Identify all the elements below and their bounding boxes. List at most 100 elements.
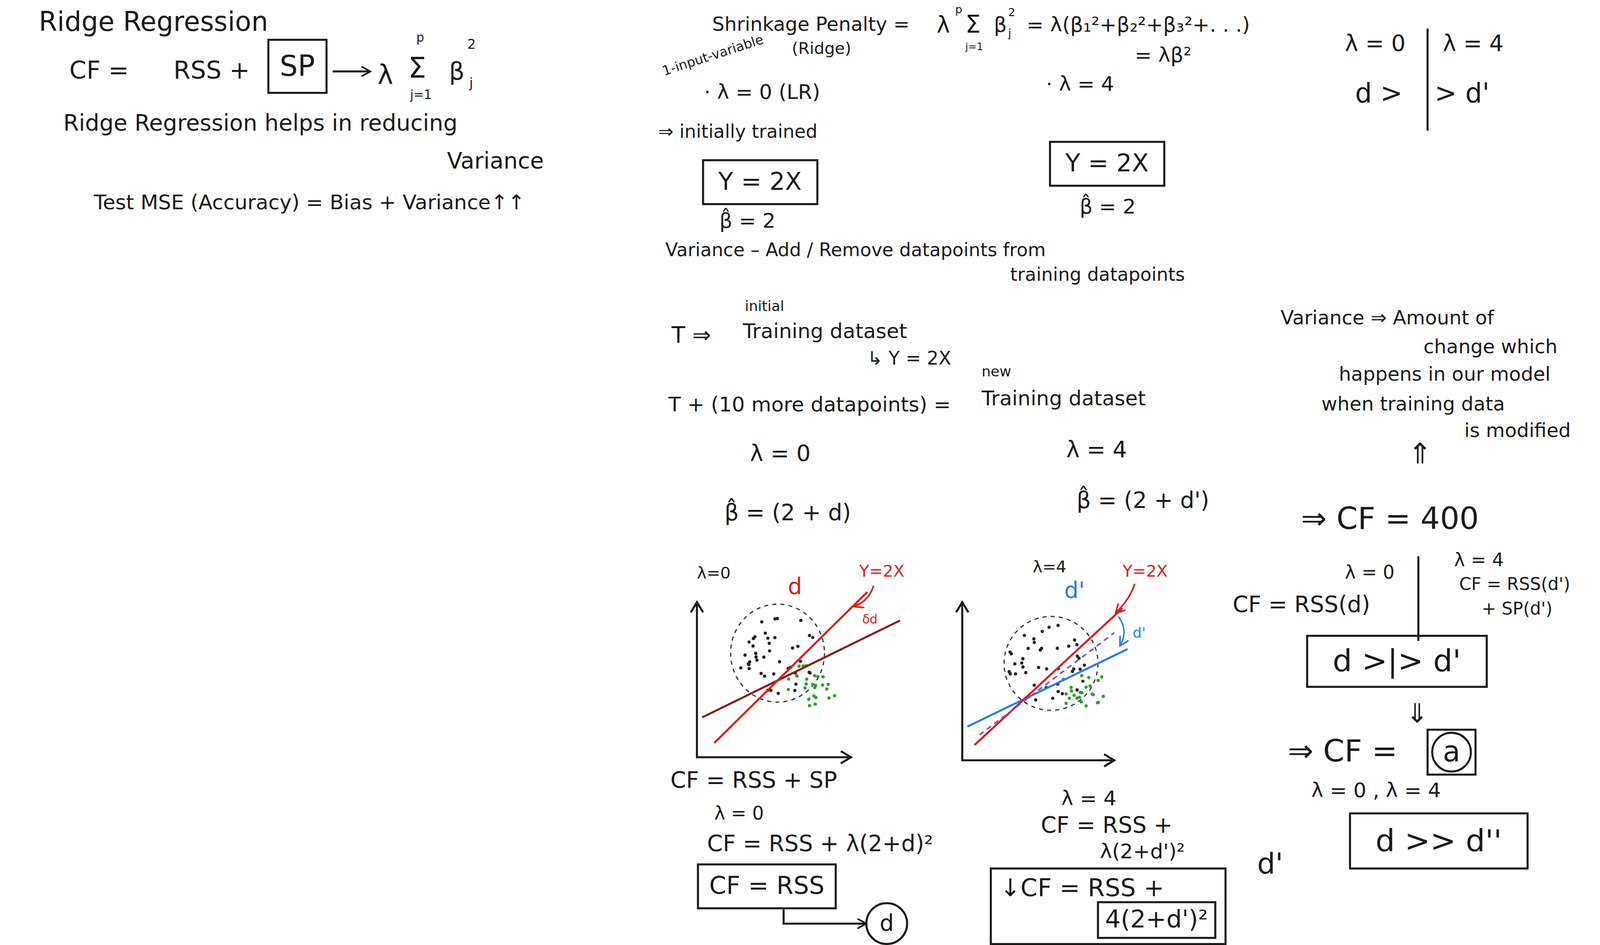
data-point <box>1084 704 1088 708</box>
data-point <box>805 677 809 681</box>
data-point <box>1023 670 1028 675</box>
data-point <box>813 702 818 706</box>
node-text: d <box>879 910 894 938</box>
data-point <box>751 644 755 648</box>
data-point <box>1067 696 1072 700</box>
data-point <box>772 672 776 676</box>
node-text: SP <box>279 48 316 83</box>
data-point <box>1079 700 1084 704</box>
fitted-line <box>702 620 900 718</box>
data-point <box>1045 666 1049 671</box>
data-point <box>1081 679 1085 683</box>
data-point <box>1032 637 1036 641</box>
note-text: ⇓ <box>1405 697 1429 730</box>
data-point <box>766 636 770 640</box>
data-point <box>807 697 811 701</box>
data-point <box>796 644 800 649</box>
data-point <box>1069 689 1074 693</box>
node-text: Y = 2X <box>1065 149 1149 179</box>
data-point <box>759 671 763 676</box>
note-text: is modified <box>1464 418 1571 442</box>
data-point <box>1095 701 1100 705</box>
data-point <box>814 683 818 687</box>
axis-arrowhead <box>956 602 1115 767</box>
data-point <box>1088 684 1092 688</box>
note-text: λ(2+d')² <box>1100 838 1185 864</box>
data-point <box>1078 690 1083 694</box>
data-point <box>776 691 781 695</box>
data-point <box>747 659 752 664</box>
pointer-arrow <box>1116 583 1135 613</box>
data-point <box>753 635 757 639</box>
boxed-text: d >|> d' <box>1306 634 1488 688</box>
note-text: λ <box>936 12 951 40</box>
data-point <box>767 648 772 653</box>
data-point <box>808 671 812 675</box>
divider-line <box>1417 556 1420 641</box>
note-text: training datapoints <box>1010 263 1185 286</box>
note-text: ⇑ <box>1408 436 1433 472</box>
node-text: d >> d'' <box>1375 822 1503 860</box>
note-text: CF = RSS + <box>1040 812 1173 840</box>
note-text: Training dataset <box>742 318 907 344</box>
data-point <box>1078 667 1082 671</box>
data-point <box>1032 640 1036 645</box>
data-point <box>743 653 747 657</box>
boxed-text: ↓CF = RSS +4(2+d')² <box>989 867 1227 945</box>
note-text: j=1 <box>410 87 432 103</box>
note-text: 1-input-variable <box>660 31 766 80</box>
data-point <box>813 674 817 678</box>
data-point <box>1056 623 1060 628</box>
data-point <box>1050 696 1055 700</box>
note-text: when training data <box>1321 391 1506 416</box>
data-point <box>1082 663 1086 667</box>
data-point <box>773 617 777 621</box>
data-point <box>1032 683 1036 687</box>
data-point <box>804 682 809 686</box>
note-text: β̂ = 2 <box>1079 194 1136 219</box>
data-point <box>754 655 758 659</box>
note-text: λ <box>377 59 394 91</box>
note-text: 2 <box>467 36 476 54</box>
note-text: d > <box>1355 77 1403 110</box>
data-point <box>1091 693 1095 697</box>
data-point <box>833 693 837 698</box>
boxed-text: a <box>1426 728 1477 776</box>
true-line <box>714 591 868 743</box>
data-point <box>755 658 759 662</box>
note-text: Shrinkage Penalty = <box>712 12 910 36</box>
note-text: λ = 4 <box>1066 436 1128 464</box>
true-line <box>974 608 1123 746</box>
boxed-text: 4(2+d')² <box>1096 900 1217 939</box>
note-text: λ=0 <box>696 563 731 583</box>
data-point <box>1026 646 1031 650</box>
circled-letter: d <box>865 902 909 945</box>
node-text: Y = 2X <box>718 167 802 197</box>
data-region <box>1004 616 1098 711</box>
note-text: p <box>955 2 963 17</box>
note-text: j <box>1008 26 1012 40</box>
data-point <box>1013 662 1017 666</box>
data-point <box>1077 695 1082 699</box>
note-text: T + (10 more datapoints) = <box>668 391 952 417</box>
note-text: j <box>469 75 474 92</box>
data-point <box>799 618 803 623</box>
data-point <box>812 693 816 698</box>
note-text: Training dataset <box>981 385 1147 411</box>
data-point <box>1033 698 1038 702</box>
title-text: Ridge Regression <box>38 6 269 38</box>
note-text: λ = 4 <box>1061 785 1117 811</box>
data-point <box>777 659 782 664</box>
note-text: d' <box>1132 624 1146 642</box>
note-text: · λ = 0 (LR) <box>703 79 820 105</box>
data-point <box>810 682 815 686</box>
pointer-arrow <box>332 70 370 73</box>
data-points <box>739 616 837 708</box>
data-point <box>816 675 820 679</box>
graph-axes <box>696 604 849 757</box>
note-text: Y=2X <box>859 561 905 581</box>
data-point <box>1007 669 1011 674</box>
data-point <box>1022 633 1027 638</box>
previous-line <box>979 632 1115 735</box>
